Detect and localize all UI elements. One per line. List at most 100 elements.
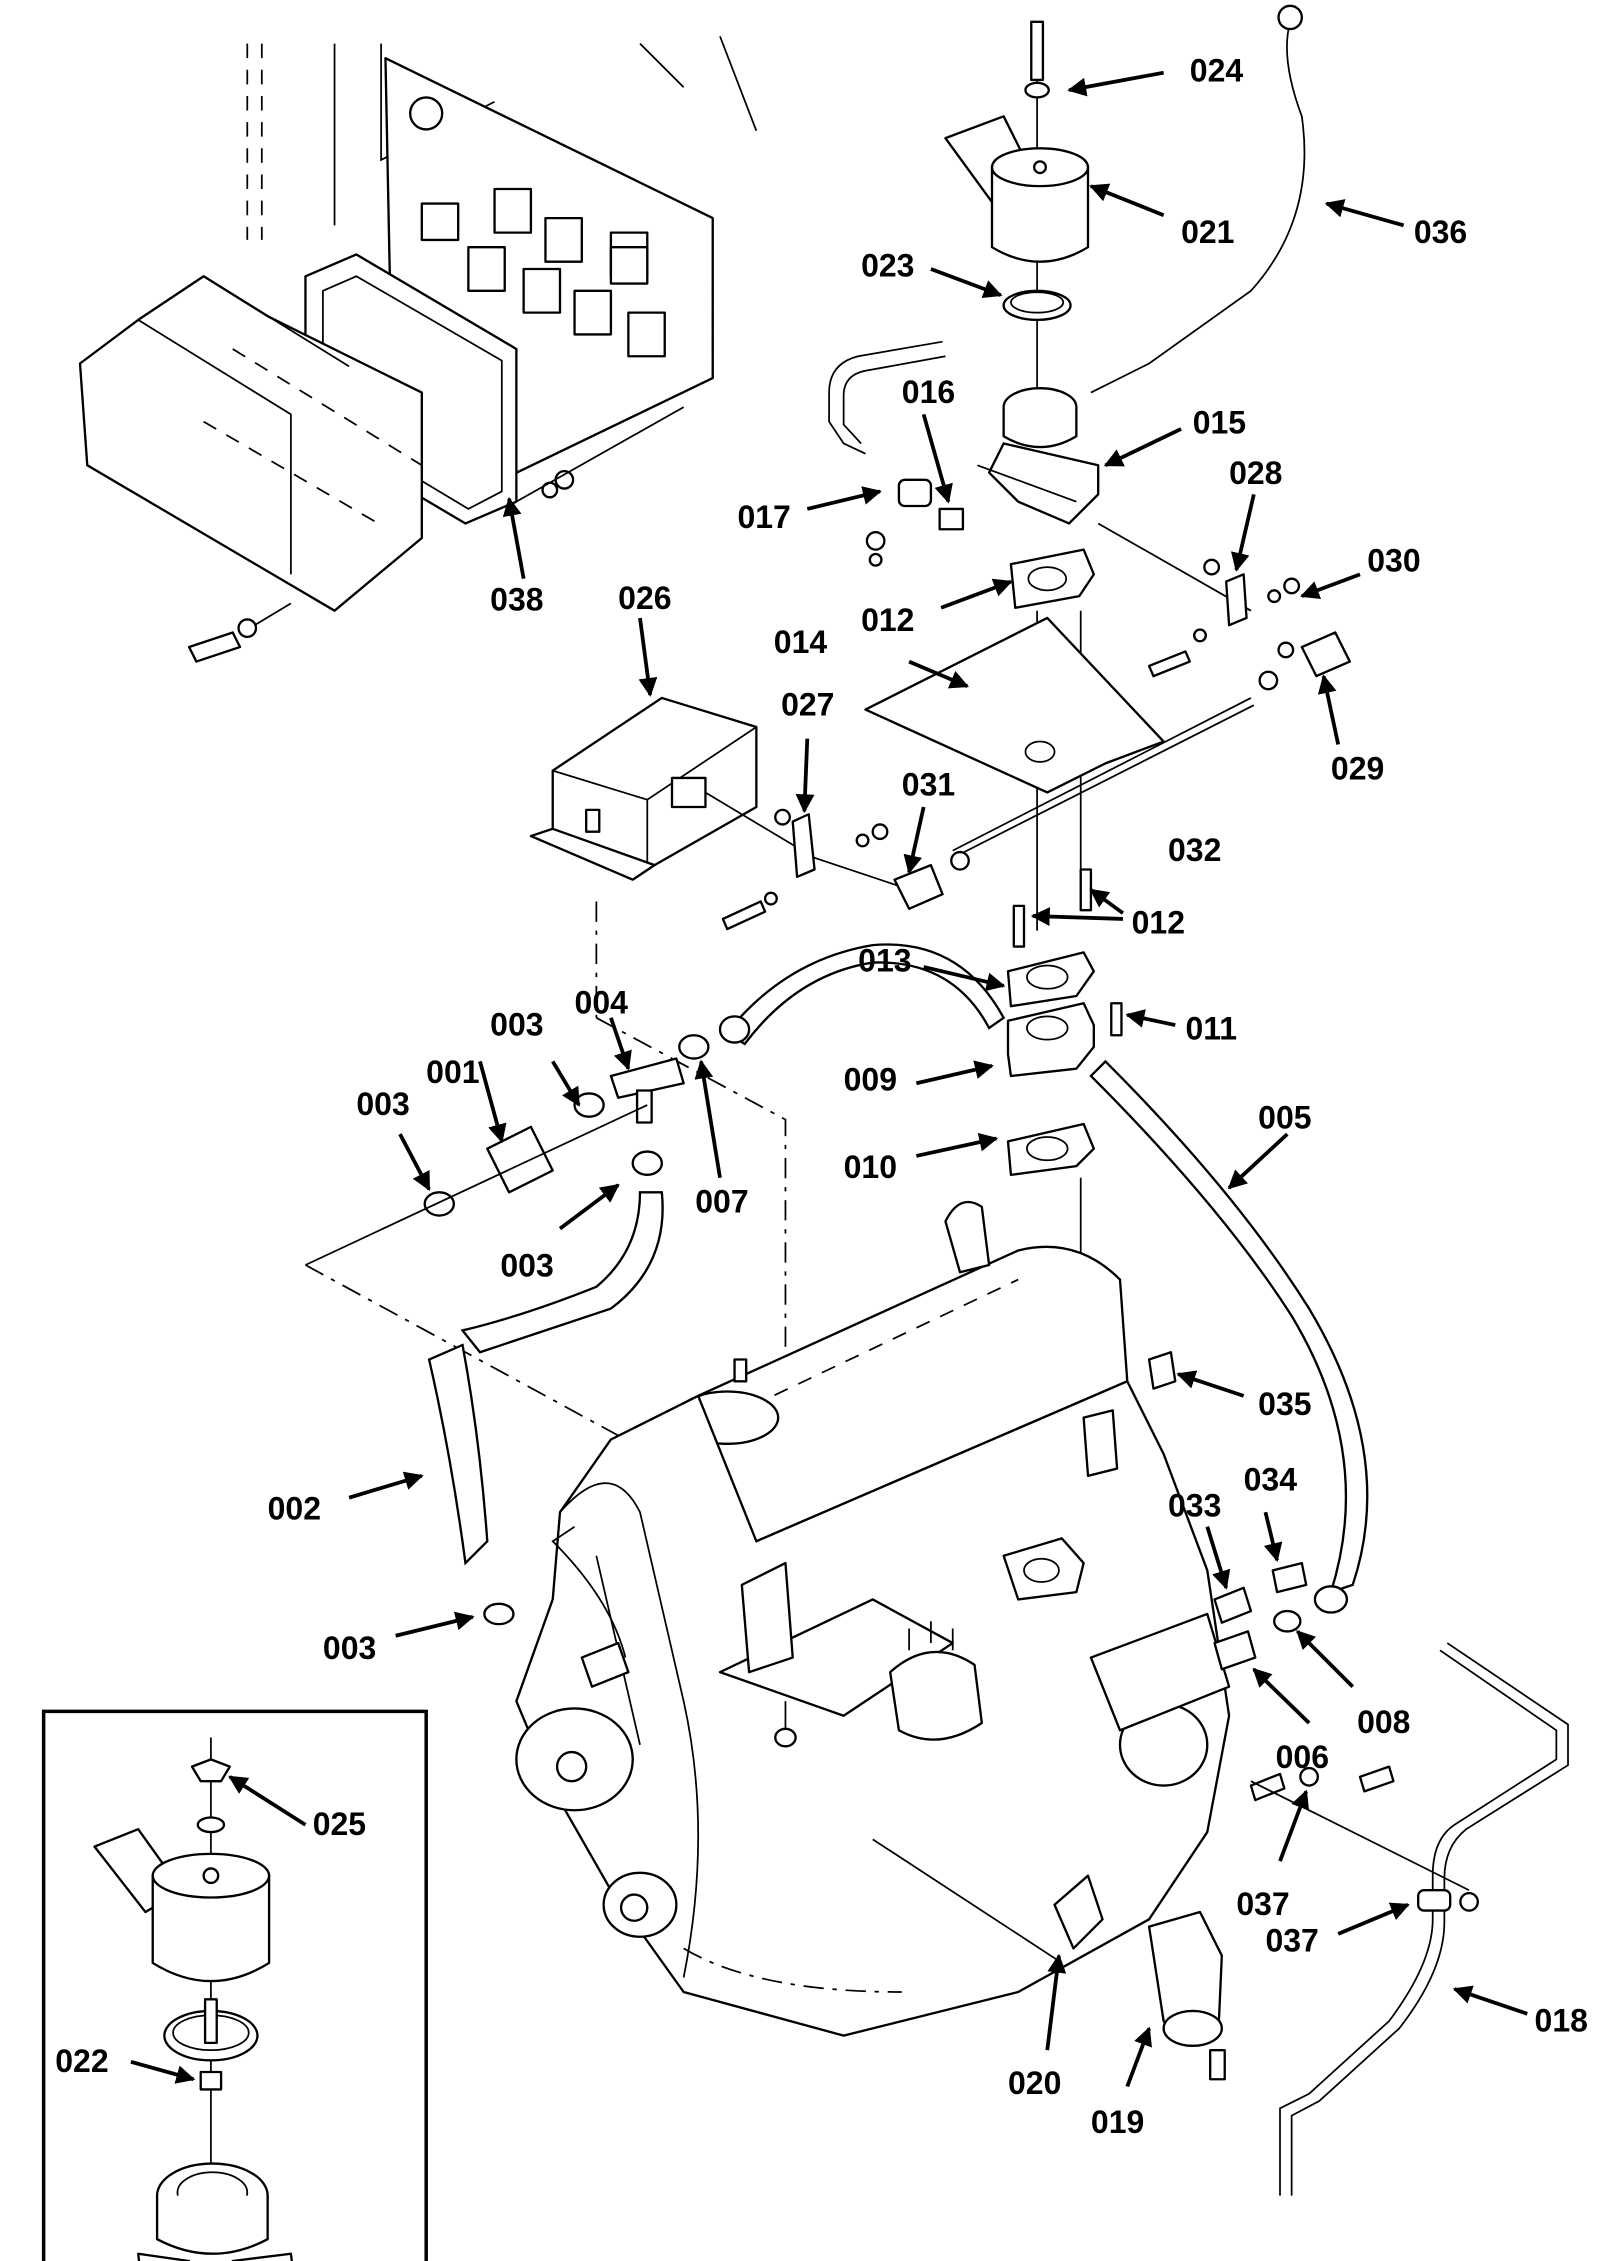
arrow-008 <box>915 1060 994 1086</box>
label-028: 029 <box>1331 750 1384 786</box>
arrow-036 <box>1278 1789 1310 1862</box>
arrow-003d <box>395 1611 475 1638</box>
bolt-010 <box>1110 1002 1123 1037</box>
label-003-c: 003 <box>500 1248 553 1284</box>
fitting <box>718 1015 751 1044</box>
arrow-019 <box>1045 1953 1067 2051</box>
arrow-011b <box>1089 888 1125 915</box>
label-015: 016 <box>902 374 955 410</box>
washer-023 <box>1024 81 1050 99</box>
label-016: 017 <box>737 499 790 535</box>
arrow-007b <box>1296 1630 1355 1688</box>
label-003-d: 003 <box>323 1630 376 1666</box>
fuel-filter-016 <box>897 478 933 508</box>
label-002: 002 <box>268 1490 321 1526</box>
arrow-017 <box>1452 1985 1528 2016</box>
label-019: 020 <box>1008 2065 1061 2101</box>
part-labels: 024 021 036 023 016 015 017 028 030 012 … <box>55 52 1588 2140</box>
arrow-007a <box>694 1059 722 1179</box>
arrow-011a <box>1030 907 1123 927</box>
label-020: 021 <box>1181 214 1234 250</box>
label-022: 023 <box>861 247 914 283</box>
arrow-030 <box>903 806 926 875</box>
arrow-023 <box>1067 70 1164 97</box>
arrow-012b <box>923 965 1006 992</box>
gasket-012-upper <box>1009 548 1095 609</box>
arrow-005 <box>1227 1132 1289 1190</box>
label-017: 018 <box>1535 2002 1588 2038</box>
label-037: 037 <box>1265 1922 1318 1958</box>
label-010: 011 <box>1185 1011 1237 1047</box>
lifting-eye <box>944 1200 991 1274</box>
arrow-021 <box>130 2059 196 2084</box>
arrow-027 <box>1230 493 1256 572</box>
arrow-009 <box>915 1132 999 1158</box>
label-026: 027 <box>781 686 834 722</box>
label-021: 022 <box>55 2043 108 2079</box>
label-029: 030 <box>1367 542 1420 578</box>
label-007-b: 008 <box>1357 1704 1410 1740</box>
arrow-014 <box>1103 427 1182 467</box>
label-005: 005 <box>1258 1099 1311 1135</box>
ball-joint-028 <box>1300 631 1351 678</box>
label-008: 009 <box>844 1062 897 1098</box>
clamp-003 <box>483 1602 515 1626</box>
label-006: 006 <box>1276 1739 1329 1775</box>
gasket-009 <box>1006 1122 1095 1177</box>
label-027: 028 <box>1229 455 1282 491</box>
heat-shield-013 <box>864 616 1165 794</box>
bolt <box>187 631 242 663</box>
relays <box>420 187 666 358</box>
label-007-a: 007 <box>695 1184 748 1220</box>
arrow-012a <box>940 578 1013 610</box>
arrow-002 <box>348 1471 424 1500</box>
arrow-022 <box>930 267 1003 299</box>
label-030: 031 <box>902 766 955 802</box>
inset-detail <box>41 1709 428 2261</box>
hose-end <box>1313 1585 1349 1614</box>
ball-joint-030 <box>893 863 944 910</box>
inset-stud-021 <box>199 2070 223 2091</box>
washer-036 <box>1299 1766 1319 1787</box>
plug-034 <box>1147 1351 1177 1390</box>
wing-nut-024 <box>190 1758 231 1783</box>
label-018: 019 <box>1091 2104 1144 2140</box>
label-034: 035 <box>1258 1386 1311 1422</box>
arrow-010 <box>1125 1009 1176 1028</box>
washer <box>196 1816 226 1834</box>
arrow-006 <box>1252 1667 1311 1725</box>
arrow-037 <box>1337 1902 1410 1936</box>
bracket-026 <box>791 813 816 878</box>
choke-knob <box>1277 4 1303 31</box>
label-014: 015 <box>1193 404 1246 440</box>
label-036: 037 <box>1236 1886 1289 1922</box>
leader-arrows <box>130 70 1528 2088</box>
arrow-004 <box>609 1017 632 1071</box>
clamp-003 <box>631 1150 663 1177</box>
arrow-035 <box>1324 199 1405 228</box>
clip-037 <box>1417 1889 1452 1912</box>
hose-002 <box>427 1343 489 1566</box>
seal-ring-022 <box>1002 289 1072 322</box>
relay-cover <box>78 275 423 612</box>
mount-bolt <box>585 808 601 833</box>
label-011: 012 <box>1132 904 1185 940</box>
carburetor-014 <box>987 442 1100 525</box>
label-025: 026 <box>618 580 671 616</box>
arrow-024 <box>228 1775 307 1827</box>
gasket-019 <box>1053 1874 1104 1950</box>
clamp-007b <box>1273 1609 1302 1633</box>
label-035: 036 <box>1414 214 1467 250</box>
mount-nut <box>774 1727 797 1748</box>
arrow-020 <box>1089 183 1165 217</box>
arrow-038 <box>502 496 526 580</box>
fitting-006 <box>1213 1630 1257 1671</box>
stud-011b <box>1079 868 1093 912</box>
distributor <box>889 1650 983 1741</box>
label-024: 025 <box>313 1806 366 1842</box>
arrow-026 <box>795 738 815 814</box>
bracket-027 <box>1225 573 1248 627</box>
fitting-032 <box>1213 1586 1253 1624</box>
arrow-015 <box>921 413 953 504</box>
